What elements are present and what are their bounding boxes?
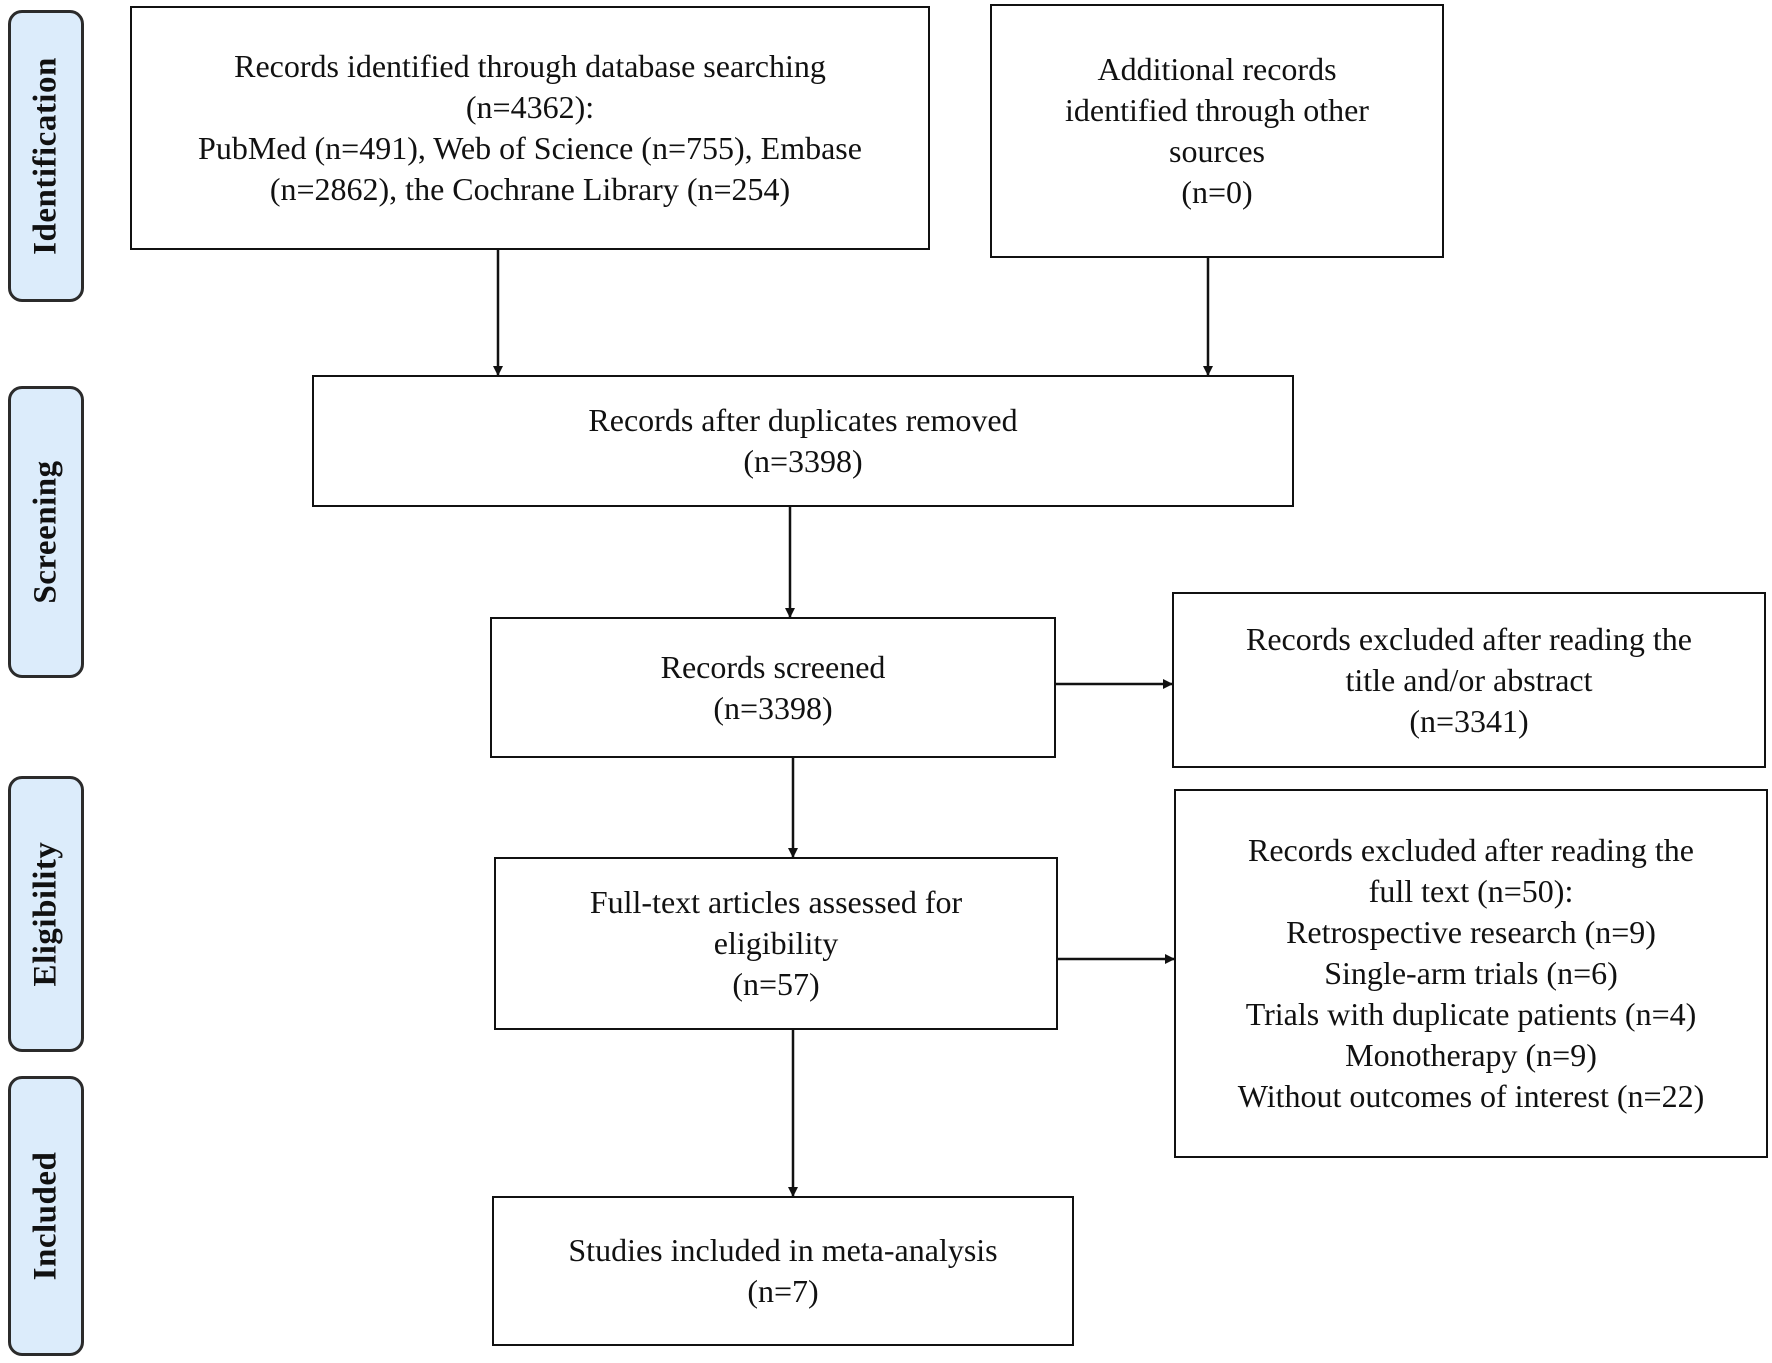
box-line: Records excluded after reading the [1247,832,1694,868]
box-line: (n=0) [1181,174,1253,210]
box-duplicates-removed: Records after duplicates removed (n=3398… [312,375,1294,507]
box-other-sources: Additional records identified through ot… [990,4,1444,258]
box-line: Single-arm trials (n=6) [1324,955,1618,991]
stage-identification: Identification [8,10,84,302]
box-line: identified through other [1065,92,1369,128]
box-line: full text (n=50): [1368,873,1574,909]
stage-eligibility: Eligibility [8,776,84,1052]
box-line: (n=7) [747,1273,819,1309]
box-line: Additional records [1097,51,1337,87]
box-line: Records screened [660,648,886,685]
box-line: Without outcomes of interest (n=22) [1237,1078,1705,1114]
box-line: Monotherapy (n=9) [1345,1037,1597,1073]
box-line: (n=3398) [713,689,833,726]
box-line: sources [1169,133,1265,169]
box-excluded-full-text: Records excluded after reading the full … [1174,789,1768,1158]
box-line: Studies included in meta-analysis [568,1232,998,1268]
box-line: eligibility [713,925,839,961]
box-line: title and/or abstract [1345,661,1593,698]
box-records-screened: Records screened (n=3398) [490,617,1056,758]
box-line: Full-text articles assessed for [589,884,963,920]
box-line: (n=57) [732,966,820,1002]
box-line: Records identified through database sear… [234,48,826,84]
stage-included: Included [8,1076,84,1356]
box-line: (n=3398) [743,443,863,479]
box-included-meta-analysis: Studies included in meta-analysis (n=7) [492,1196,1074,1346]
box-line: (n=3341) [1409,702,1529,739]
box-line: Records after duplicates removed [588,402,1018,438]
box-line: (n=4362): [465,89,595,125]
stage-screening: Screening [8,386,84,678]
box-line: Records excluded after reading the [1245,620,1692,657]
box-excluded-title-abstract: Records excluded after reading the title… [1172,592,1766,768]
box-full-text-assessed: Full-text articles assessed for eligibil… [494,857,1058,1030]
box-line: (n=2862), the Cochrane Library (n=254) [269,171,791,207]
box-line: PubMed (n=491), Web of Science (n=755), … [198,130,862,166]
box-line: Trials with duplicate patients (n=4) [1245,996,1697,1032]
box-line: Retrospective research (n=9) [1286,914,1656,950]
box-database-search: Records identified through database sear… [130,6,930,250]
